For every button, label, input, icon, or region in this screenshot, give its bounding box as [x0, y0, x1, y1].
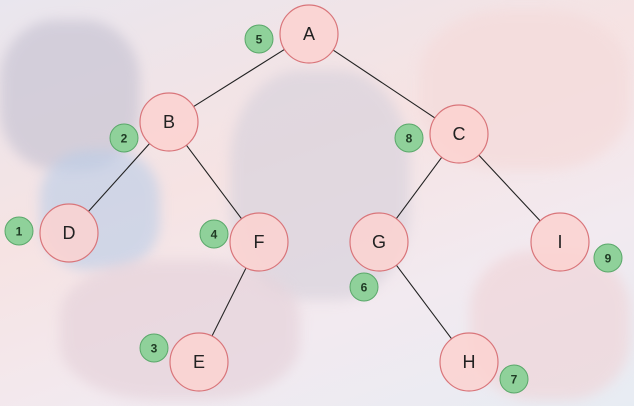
edge-g-h: [395, 264, 453, 340]
badge-label: 3: [151, 342, 158, 356]
node-circle: [429, 104, 489, 164]
badge-label: 8: [406, 132, 413, 146]
node-label: I: [557, 232, 562, 252]
node-circle: [39, 203, 99, 263]
badge-label: 5: [256, 33, 263, 47]
edge-a-c: [332, 49, 436, 119]
tree-node-i: I: [530, 212, 590, 272]
node-circle: [279, 4, 339, 64]
order-badge-h: 7: [499, 364, 529, 394]
order-badge-g: 6: [349, 272, 379, 302]
badge-circle: [593, 243, 623, 273]
node-label: F: [254, 232, 265, 252]
badge-circle: [4, 216, 34, 246]
node-circle: [530, 212, 590, 272]
badge-label: 1: [16, 225, 23, 239]
node-circle: [439, 332, 499, 392]
order-badge-e: 3: [139, 333, 169, 363]
edge-f-e: [211, 267, 247, 337]
badge-label: 2: [121, 132, 128, 146]
node-label: G: [372, 232, 386, 252]
tree-node-a: A: [279, 4, 339, 64]
tree-node-f: F: [229, 212, 289, 272]
edge-c-g: [395, 156, 443, 220]
node-label: E: [193, 352, 205, 372]
node-label: D: [63, 223, 76, 243]
edge-b-f: [185, 144, 243, 220]
node-circle: [169, 332, 229, 392]
tree-node-h: H: [439, 332, 499, 392]
badge-circle: [199, 219, 229, 249]
node-circle: [349, 212, 409, 272]
order-badge-b: 2: [109, 123, 139, 153]
tree-node-e: E: [169, 332, 229, 392]
badge-circle: [394, 123, 424, 153]
tree-node-b: B: [139, 92, 199, 152]
edges-layer: [88, 48, 541, 340]
badge-label: 7: [511, 373, 518, 387]
edge-b-d: [88, 143, 150, 212]
badges-layer: 1 2 3 4 5 6 7 8 9: [4, 24, 623, 394]
order-badge-a: 5: [244, 24, 274, 54]
order-badge-c: 8: [394, 123, 424, 153]
tree-node-g: G: [349, 212, 409, 272]
order-badge-f: 4: [199, 219, 229, 249]
node-label: A: [303, 24, 315, 44]
order-badge-d: 1: [4, 216, 34, 246]
node-label: C: [453, 124, 466, 144]
order-badge-i: 9: [593, 243, 623, 273]
badge-circle: [244, 24, 274, 54]
node-circle: [229, 212, 289, 272]
badge-circle: [109, 123, 139, 153]
node-label: H: [463, 352, 476, 372]
badge-label: 4: [211, 228, 218, 242]
background-art: [470, 250, 630, 400]
node-circle: [139, 92, 199, 152]
badge-circle: [139, 333, 169, 363]
nodes-layer: A B C D F G I E H: [39, 4, 590, 392]
node-label: B: [163, 112, 175, 132]
edge-a-b: [193, 48, 285, 108]
badge-label: 6: [361, 281, 368, 295]
tree-node-c: C: [429, 104, 489, 164]
edge-c-i: [478, 154, 541, 222]
badge-circle: [499, 364, 529, 394]
badge-label: 9: [605, 252, 612, 266]
badge-circle: [349, 272, 379, 302]
tree-node-d: D: [39, 203, 99, 263]
